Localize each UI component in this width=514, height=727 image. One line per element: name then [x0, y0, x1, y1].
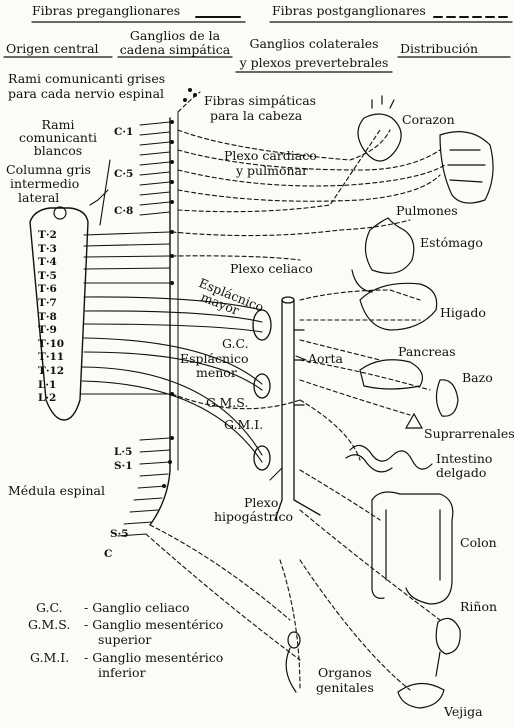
plexo-cardiaco-label-1: Plexo cardiaco — [224, 149, 317, 162]
corazon-label: Corazon — [402, 113, 455, 126]
fibras-cabeza-label-2: para la cabeza — [210, 109, 302, 122]
rami-grises-label: Rami comunicanti grises — [8, 72, 165, 85]
segment-label: L·2 — [38, 392, 56, 405]
legend-gms-key: G.M.S. — [28, 618, 70, 631]
rami-grises-label-2: para cada nervio espinal — [8, 87, 164, 100]
fibras-cabeza-label-1: Fibras simpáticas — [204, 94, 316, 107]
esplacnico-menor-label-1: Esplácnico — [180, 352, 249, 365]
kidney-organ — [436, 618, 460, 676]
plexo-hipogastrico-label-2: hipogástrico — [214, 510, 293, 523]
segment-label: T·4 — [38, 256, 57, 269]
medula-label: Médula espinal — [8, 484, 105, 497]
distribucion-header: Distribución — [400, 42, 478, 55]
chain-ganglia — [162, 88, 197, 488]
origen-central-header: Origen central — [6, 42, 99, 55]
segment-c8: C·8 — [114, 205, 133, 218]
pulmones-label: Pulmones — [396, 204, 458, 217]
small-intestine-organ — [346, 445, 432, 471]
lungs-organ — [440, 132, 493, 203]
higado-label: Higado — [440, 306, 486, 319]
plexo-cardiaco-label-2: y pulmonar — [236, 164, 308, 177]
spleen-organ — [436, 380, 458, 416]
bladder-organ — [398, 683, 444, 708]
columna-gris-label-1: Columna gris — [6, 163, 91, 176]
genital-organs — [286, 632, 300, 692]
segment-label: T·5 — [38, 270, 57, 283]
segment-label: T·3 — [38, 243, 57, 256]
segment-label: T·10 — [38, 338, 64, 351]
segment-label: T·7 — [38, 297, 57, 310]
segment-c1: C·1 — [114, 126, 133, 139]
legend-gmi-key: G.M.I. — [30, 651, 69, 664]
segment-s1: S·1 — [114, 460, 133, 473]
legend-gc-key: G.C. — [36, 601, 63, 614]
postganglionic-fibers — [146, 92, 445, 690]
segment-c5: C·5 — [114, 168, 133, 181]
segment-s5: S·5 — [110, 528, 129, 541]
post-legend-label: Fibras postganglionares — [272, 4, 426, 17]
stomach-organ — [352, 218, 414, 292]
adrenal-organ — [406, 414, 422, 428]
pancreas-label: Pancreas — [398, 345, 456, 358]
rinon-label: Riñon — [460, 600, 497, 613]
intestino-label-1: Intestino — [436, 452, 492, 465]
legend-gms-value-2: superior — [98, 633, 151, 646]
segment-c: C — [104, 548, 112, 561]
segment-l5: L·5 — [114, 446, 132, 459]
rami-blancos-label-3: blancos — [8, 144, 108, 157]
organos-label-2: genitales — [316, 681, 374, 694]
vejiga-label: Vejiga — [444, 705, 483, 718]
pointer-arrows — [270, 356, 306, 480]
legend-gms-value: - Ganglio mesentérico — [84, 618, 223, 631]
heart-organ — [358, 96, 401, 161]
segment-label: T·9 — [38, 324, 57, 337]
segment-label: T·11 — [38, 351, 64, 364]
legend-gc-value: - Ganglio celiaco — [84, 601, 190, 614]
colon-label: Colon — [460, 536, 497, 549]
esplacnico-menor-label-2: menor — [196, 366, 237, 379]
ganglios-colaterales-header-1: Ganglios colaterales — [234, 37, 394, 50]
segment-label: L·1 — [38, 379, 56, 392]
bazo-label: Bazo — [462, 371, 493, 384]
estomago-label: Estómago — [420, 236, 483, 249]
pre-legend-label: Fibras preganglionares — [32, 4, 180, 17]
segment-label: T·12 — [38, 365, 64, 378]
gc-label: G.C. — [222, 337, 249, 350]
segment-label: T·2 — [38, 229, 57, 242]
ganglios-cadena-header-2: cadena simpática — [116, 43, 234, 56]
ganglios-colaterales-header-2: y plexos prevertebrales — [234, 56, 394, 69]
ganglios-cadena-header-1: Ganglios de la — [116, 29, 234, 42]
grey-rami — [118, 122, 170, 536]
segment-label: T·6 — [38, 283, 57, 296]
gmi-label: G.M.I. — [224, 418, 263, 431]
colon-organ — [372, 492, 453, 604]
plexo-hipogastrico-label-1: Plexo — [244, 496, 278, 509]
intestino-label-2: delgado — [436, 466, 486, 479]
legend-gmi-value-2: inferior — [98, 666, 146, 679]
columna-gris-label-2: intermedio — [10, 177, 79, 190]
legend-gmi-value: - Ganglio mesentérico — [84, 651, 223, 664]
plexo-celiaco-label: Plexo celiaco — [230, 262, 313, 275]
gms-label: G.M.S. — [206, 396, 248, 409]
aorta-label: Aorta — [308, 352, 343, 365]
segment-label: T·8 — [38, 311, 57, 324]
columna-gris-label-3: lateral — [18, 191, 59, 204]
suprarrenales-label: Suprarrenales — [424, 427, 514, 440]
organos-label-1: Organos — [318, 666, 372, 679]
